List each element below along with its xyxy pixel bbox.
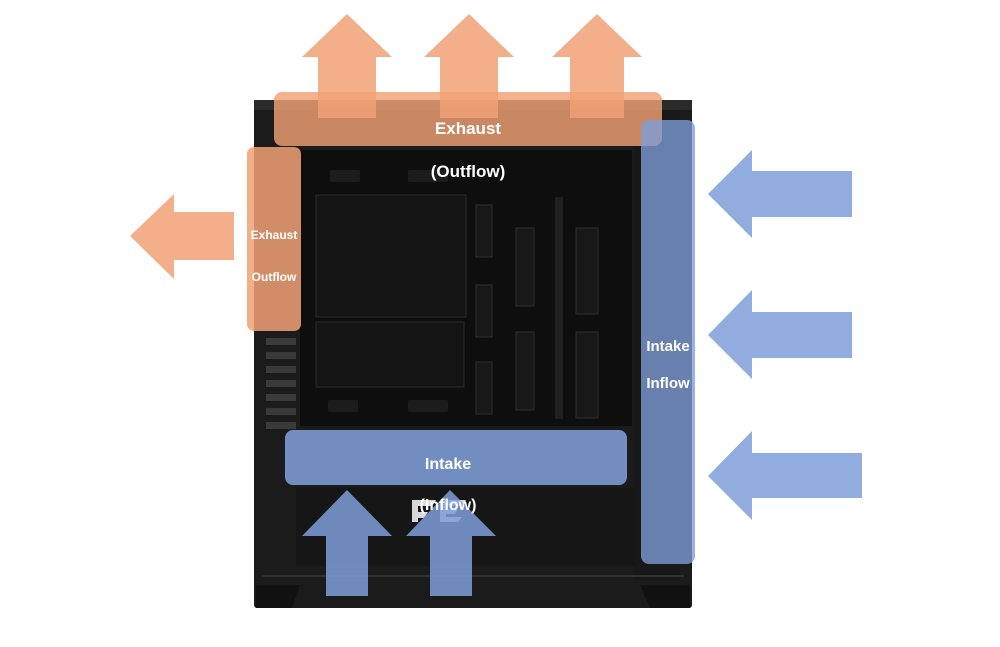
expansion-slots: [266, 338, 296, 429]
cable-grommet-5: [515, 331, 535, 411]
up-arrow-icon: [302, 490, 392, 596]
tray-hole-2: [408, 400, 448, 412]
bottom-intake-label: Intake (Inflow): [368, 434, 528, 538]
up-arrow-icon: [424, 14, 514, 118]
front-intake-band: [641, 120, 695, 564]
cable-grommet-3: [475, 361, 493, 415]
bottom-intake-arrows: [302, 490, 496, 596]
front-intake-label: Intake Inflow: [633, 320, 703, 411]
top-exhaust-label-line2: (Outflow): [430, 161, 506, 181]
top-exhaust-label: Exhaust (Outflow): [378, 97, 558, 203]
up-arrow-icon: [302, 14, 392, 118]
cable-grommet-7: [575, 331, 599, 419]
top-exhaust-label-line1: Exhaust: [434, 119, 502, 139]
bottom-intake-band: [285, 430, 627, 485]
cable-grommet-4: [515, 227, 535, 307]
rear-exhaust-label: Exhaust Outflow: [243, 213, 305, 300]
rear-exhaust-label-line1: Exhaust: [250, 228, 298, 242]
motherboard-tray: [315, 194, 467, 318]
front-intake-arrows: [708, 150, 862, 520]
case-foot-right: [640, 585, 690, 608]
left-arrow-icon: [708, 431, 862, 520]
bottom-intake-label-line1: Intake: [424, 455, 472, 473]
cable-grommet-6: [575, 227, 599, 315]
left-arrow-icon: [708, 150, 852, 238]
up-arrow-icon: [406, 490, 496, 596]
tray-hole-1: [328, 400, 358, 412]
tray-cutout-lower: [315, 321, 465, 388]
cable-grommet-2: [475, 284, 493, 338]
rear-exhaust-band: [247, 147, 301, 331]
top-exhaust-arrows: [302, 14, 642, 118]
up-arrow-icon: [552, 14, 642, 118]
rear-exhaust-label-line2: Outflow: [251, 270, 297, 284]
front-intake-label-line2: Inflow: [646, 374, 690, 392]
front-intake-label-line1: Intake: [646, 338, 690, 356]
tray-hole-3: [330, 170, 360, 182]
left-arrow-icon: [130, 194, 234, 279]
bottom-intake-label-line2: (Inflow): [419, 497, 477, 515]
case-foot-left: [256, 585, 300, 608]
cable-channel: [555, 197, 563, 419]
cable-grommet-1: [475, 204, 493, 258]
left-arrow-icon: [708, 290, 852, 379]
tray-hole-4: [408, 170, 448, 182]
